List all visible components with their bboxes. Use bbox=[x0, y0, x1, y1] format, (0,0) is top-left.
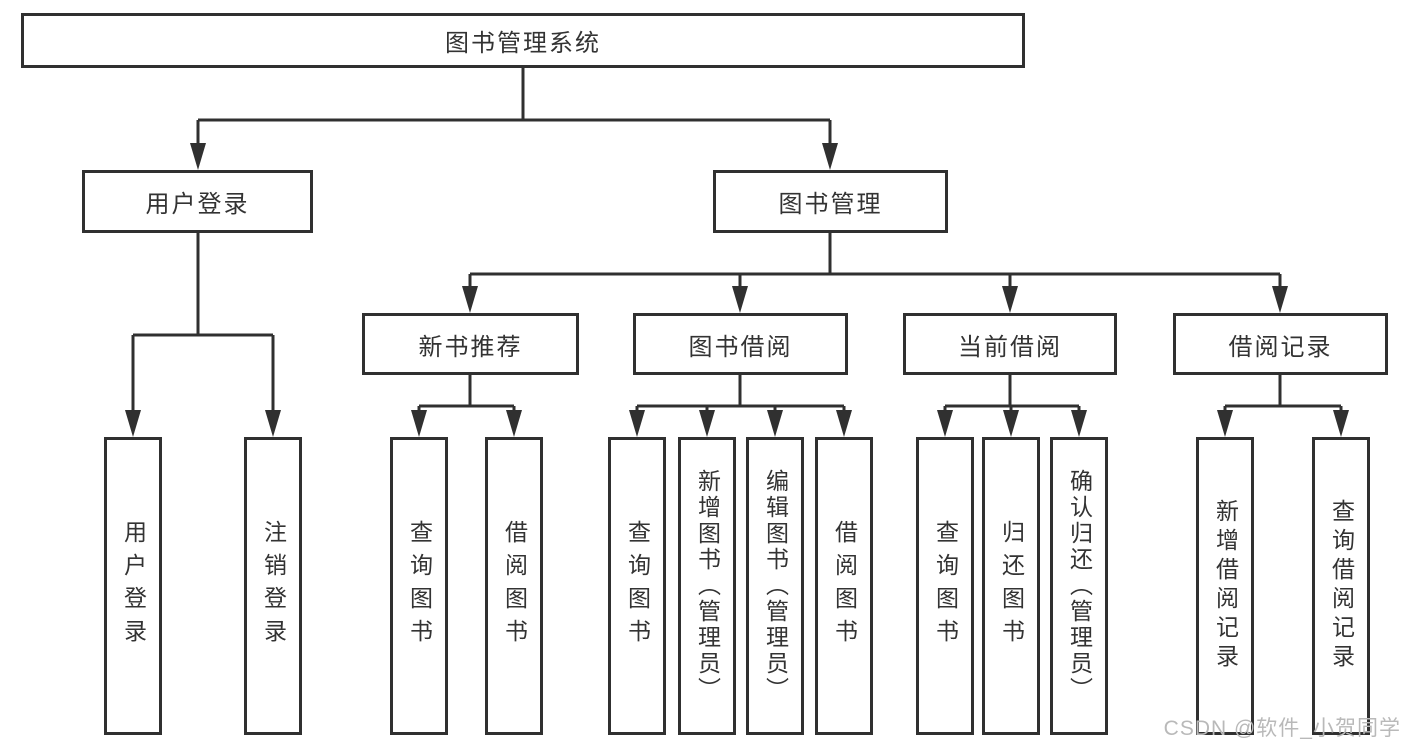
leaf-edit-book-admin-label: 编辑图书（管理员） bbox=[762, 469, 789, 703]
leaf-borrow-books-label: 借阅图书 bbox=[831, 520, 858, 652]
leaf-borrow-books: 借阅图书 bbox=[815, 437, 873, 735]
connector-book-management-children bbox=[462, 233, 1288, 313]
leaf-query-books-current: 查询图书 bbox=[916, 437, 974, 735]
leaf-query-books-current-label: 查询图书 bbox=[932, 520, 959, 652]
leaf-query-borrow-record-label: 查询借阅记录 bbox=[1328, 499, 1355, 673]
leaf-borrow-books-recommend-label: 借阅图书 bbox=[501, 520, 528, 652]
csdn-watermark: CSDN @软件_小贺同学 bbox=[1163, 717, 1401, 740]
leaf-user-login-label: 用户登录 bbox=[120, 520, 147, 652]
node-book-borrowing: 图书借阅 bbox=[633, 313, 848, 375]
leaf-user-login: 用户登录 bbox=[104, 437, 162, 735]
leaf-add-borrow-record: 新增借阅记录 bbox=[1196, 437, 1254, 735]
leaf-confirm-return-admin-label: 确认归还（管理员） bbox=[1066, 469, 1093, 703]
connector-user-login-children bbox=[125, 233, 281, 437]
node-book-management-system-label: 图书管理系统 bbox=[445, 30, 601, 57]
leaf-logout: 注销登录 bbox=[244, 437, 302, 735]
node-current-borrowing-label: 当前借阅 bbox=[958, 333, 1062, 361]
node-borrowing-records-label: 借阅记录 bbox=[1228, 333, 1333, 361]
connector-current-borrow-children bbox=[937, 375, 1087, 437]
leaf-confirm-return-admin: 确认归还（管理员） bbox=[1050, 437, 1108, 735]
leaf-edit-book-admin: 编辑图书（管理员） bbox=[746, 437, 804, 735]
connector-root-to-level2 bbox=[190, 68, 838, 170]
node-user-login-label: 用户登录 bbox=[145, 191, 250, 218]
leaf-borrow-books-recommend: 借阅图书 bbox=[485, 437, 543, 735]
leaf-return-book-label: 归还图书 bbox=[998, 520, 1025, 652]
node-book-management: 图书管理 bbox=[713, 170, 948, 233]
leaf-add-book-admin-label: 新增图书（管理员） bbox=[694, 469, 721, 703]
leaf-add-book-admin: 新增图书（管理员） bbox=[678, 437, 736, 735]
node-new-book-recommendation: 新书推荐 bbox=[362, 313, 579, 375]
leaf-query-borrow-record: 查询借阅记录 bbox=[1312, 437, 1370, 735]
node-borrowing-records: 借阅记录 bbox=[1173, 313, 1388, 375]
leaf-query-books-recommend-label: 查询图书 bbox=[406, 520, 433, 652]
leaf-add-borrow-record-label: 新增借阅记录 bbox=[1212, 499, 1239, 673]
node-book-management-system: 图书管理系统 bbox=[21, 13, 1025, 68]
node-new-book-recommendation-label: 新书推荐 bbox=[418, 333, 523, 361]
node-book-borrowing-label: 图书借阅 bbox=[688, 333, 793, 361]
node-user-login: 用户登录 bbox=[82, 170, 313, 233]
leaf-query-books-recommend: 查询图书 bbox=[390, 437, 448, 735]
connector-new-book-children bbox=[411, 375, 522, 437]
node-book-management-label: 图书管理 bbox=[778, 191, 883, 218]
leaf-return-book: 归还图书 bbox=[982, 437, 1040, 735]
node-current-borrowing: 当前借阅 bbox=[903, 313, 1117, 375]
leaf-query-books-borrow-label: 查询图书 bbox=[624, 520, 651, 652]
leaf-query-books-borrow: 查询图书 bbox=[608, 437, 666, 735]
leaf-logout-label: 注销登录 bbox=[260, 520, 287, 652]
connector-book-borrow-children bbox=[629, 375, 852, 437]
connector-records-children bbox=[1217, 375, 1349, 437]
